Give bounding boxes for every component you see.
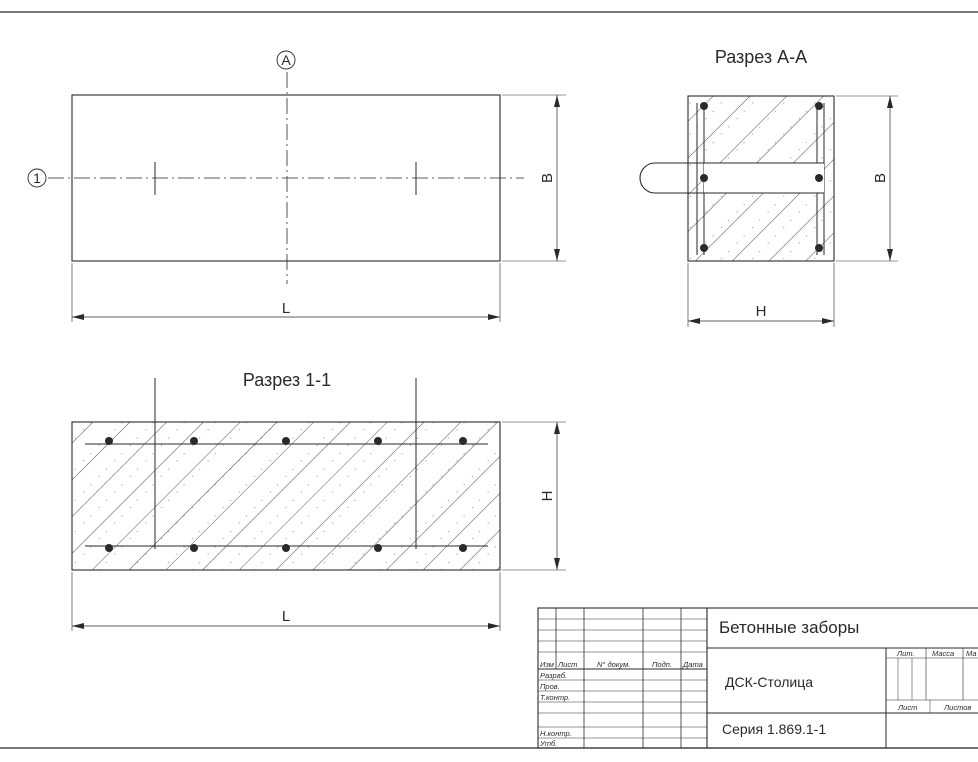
tb-col-date: Дата [682,660,703,669]
axis-1-label: 1 [33,170,41,186]
tb-col-sheet: Лист [557,660,577,669]
section-11-outline [71,421,501,571]
axis-1-bubble [27,168,47,188]
tb-lit-label: Лит. [896,649,915,658]
title-block [537,607,978,749]
tb-col-doc: N° докум. [597,660,630,669]
lifting-loop [639,162,824,194]
section-11-view [71,378,566,631]
section-aa-dim-b-label: B [872,173,889,183]
tb-sheet-label: Лист [897,703,917,712]
tb-col-sign: Подп. [652,660,672,669]
tb-row-ncontrol: Н.контр. [540,729,572,738]
section-11-dim-h-label: H [539,491,556,502]
section-aa-view [639,95,898,327]
tb-row-approved: Утб. [539,739,557,748]
tb-col-change: Изм [540,660,554,669]
tb-product-name: Бетонные заборы [719,618,859,637]
tb-sheets-label: Листов [943,703,971,712]
section-aa-dim-h-label: H [756,303,767,320]
plan-view [27,50,566,322]
plan-dim-b-label: B [539,173,556,183]
axis-a-label: A [281,52,291,68]
section-11-title: Разрез 1-1 [243,370,331,390]
section-aa-outline [687,95,835,262]
tb-organization: ДСК-Столица [725,674,813,690]
tb-row-developed: Разраб. [540,671,567,680]
tb-row-checked: Пров. [540,682,560,691]
axis-a-bubble [276,50,296,70]
tb-series: Серия 1.869.1-1 [722,721,826,737]
section-aa-title: Разрез А-А [715,47,807,67]
tb-row-tcontrol: Т.контр. [540,693,570,702]
plan-dim-l-label: L [282,300,290,317]
section-11-dim-l-label: L [282,608,290,625]
tb-mass-label: Масса [932,649,954,658]
tb-scale-label: Ма [966,649,977,658]
